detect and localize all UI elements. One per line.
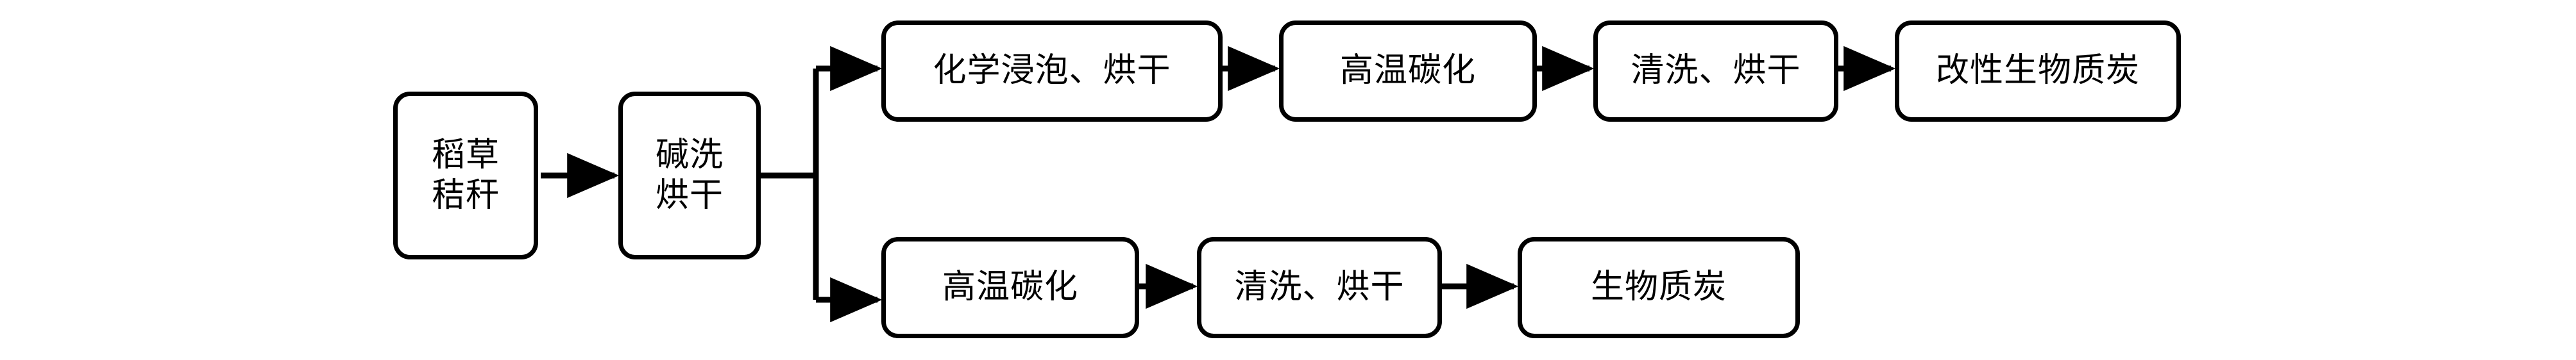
node-biochar[interactable]: 生物质炭 — [1518, 237, 1800, 338]
node-bottom-carbonization[interactable]: 高温碳化 — [881, 237, 1139, 338]
node-modified-biochar[interactable]: 改性生物质炭 — [1895, 20, 2181, 122]
node-raw-material[interactable]: 稻草 秸秆 — [393, 92, 538, 259]
node-chemical-soak-dry[interactable]: 化学浸泡、烘干 — [881, 20, 1223, 122]
node-bottom-wash-dry[interactable]: 清洗、烘干 — [1197, 237, 1442, 338]
node-top-wash-dry[interactable]: 清洗、烘干 — [1593, 20, 1838, 122]
node-alkali-wash-dry[interactable]: 碱洗 烘干 — [618, 92, 761, 259]
node-top-carbonization[interactable]: 高温碳化 — [1279, 20, 1537, 122]
